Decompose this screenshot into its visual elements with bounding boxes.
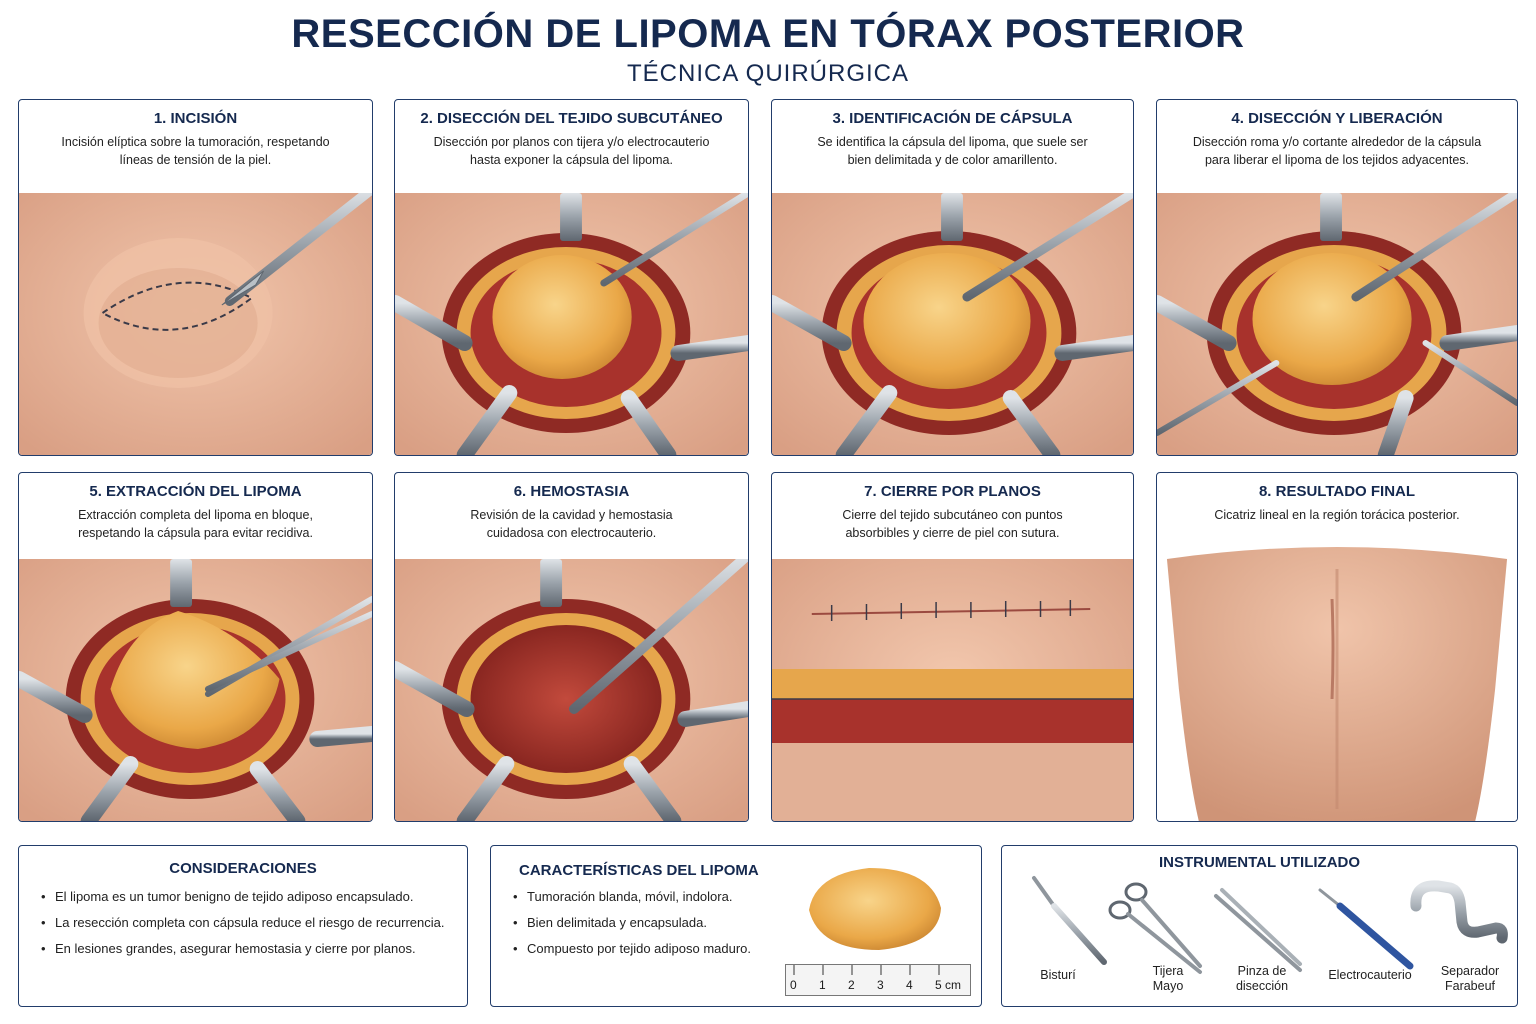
step-title: 2. DISECCIÓN DEL TEJIDO SUBCUTÁNEO — [420, 110, 723, 127]
characteristics-list: Tumoración blanda, móvil, indolora. Bien… — [511, 884, 751, 962]
incision-illustration — [19, 193, 372, 455]
list-item: El lipoma es un tumor benigno de tejido … — [39, 884, 445, 910]
step-description: Extracción completa del lipoma en bloque… — [78, 508, 313, 540]
step-title: 1. INCISIÓN — [153, 110, 238, 127]
considerations-box: CONSIDERACIONES El lipoma es un tumor be… — [18, 845, 468, 1007]
step-description: Disección roma y/o cortante alrededor de… — [1192, 135, 1482, 167]
ruler-label: 5 cm — [935, 978, 962, 992]
measurement-ruler: 0 1 2 3 4 5 cm — [785, 964, 971, 996]
mayo-scissors-icon — [1108, 882, 1202, 974]
considerations-list: El lipoma es un tumor benigno de tejido … — [39, 884, 445, 962]
step-title: 7. CIERRE POR PLANOS — [864, 483, 1041, 500]
characteristics-title: CARACTERÍSTICAS DEL LIPOMA — [519, 862, 759, 879]
scalpel-icon — [1032, 876, 1107, 965]
step-description: Disección por planos con tijera y/o elec… — [433, 135, 710, 167]
ruler-label: 4 — [906, 978, 913, 992]
characteristics-box: CARACTERÍSTICAS DEL LIPOMA Tumoración bl… — [490, 845, 982, 1007]
instruments-title: INSTRUMENTAL UTILIZADO — [1158, 854, 1361, 871]
farabeuf-retractor-icon — [1410, 880, 1508, 944]
step-panel-5: 5. EXTRACCIÓN DEL LIPOMA Extracción comp… — [18, 472, 373, 822]
step-panel-7: 7. CIERRE POR PLANOS Cierre del tejido s… — [771, 472, 1134, 822]
list-item: En lesiones grandes, asegurar hemostasia… — [39, 936, 445, 962]
ruler-label: 1 — [819, 978, 826, 992]
considerations-title: CONSIDERACIONES — [169, 860, 317, 877]
step-panel-4: 4. DISECCIÓN Y LIBERACIÓN Disección roma… — [1156, 99, 1518, 456]
ruler-label: 3 — [877, 978, 884, 992]
final-scar-illustration — [1157, 539, 1517, 821]
page-title: RESECCIÓN DE LIPOMA EN TÓRAX POSTERIOR — [291, 12, 1245, 56]
list-item: La resección completa con cápsula reduce… — [39, 910, 445, 936]
step-description: Cicatriz lineal en la región torácica po… — [1214, 508, 1460, 522]
ruler-label: 0 — [790, 978, 797, 992]
closure-illustration — [772, 559, 1133, 821]
step-title: 3. IDENTIFICACIÓN DE CÁPSULA — [832, 110, 1073, 127]
tool-label-scalpel: Bisturí — [1040, 968, 1076, 982]
list-item: Bien delimitada y encapsulada. — [511, 910, 751, 936]
step-title: 6. HEMOSTASIA — [513, 483, 630, 500]
step-panel-3: 3. IDENTIFICACIÓN DE CÁPSULA Se identifi… — [771, 99, 1134, 456]
step-panel-2: 2. DISECCIÓN DEL TEJIDO SUBCUTÁNEO Disec… — [394, 99, 749, 456]
lipoma-specimen-icon — [809, 868, 941, 950]
tool-label-electrocautery: Electrocauterio — [1328, 968, 1412, 982]
step-title: 4. DISECCIÓN Y LIBERACIÓN — [1231, 110, 1443, 127]
list-item: Tumoración blanda, móvil, indolora. — [511, 884, 751, 910]
step-description: Incisión elíptica sobre la tumoración, r… — [61, 135, 330, 167]
step-title: 5. EXTRACCIÓN DEL LIPOMA — [89, 483, 302, 500]
extraction-illustration — [19, 559, 372, 821]
release-illustration — [1157, 193, 1517, 455]
step-panel-8: 8. RESULTADO FINAL Cicatriz lineal en la… — [1156, 472, 1518, 822]
forceps-icon — [1214, 888, 1302, 972]
hemostasis-illustration — [395, 559, 748, 821]
page-subtitle: TÉCNICA QUIRÚRGICA — [626, 60, 910, 87]
capsule-illustration — [772, 193, 1133, 455]
ruler-label: 2 — [848, 978, 855, 992]
step-panel-1: 1. INCISIÓN Incisión elíptica sobre la t… — [18, 99, 373, 456]
dissection-illustration — [395, 193, 748, 455]
electrocautery-icon — [1318, 888, 1414, 970]
step-title: 8. RESULTADO FINAL — [1258, 483, 1416, 500]
list-item: Compuesto por tejido adiposo maduro. — [511, 936, 751, 962]
step-description: Se identifica la cápsula del lipoma, que… — [817, 135, 1088, 167]
step-panel-6: 6. HEMOSTASIA Revisión de la cavidad y h… — [394, 472, 749, 822]
